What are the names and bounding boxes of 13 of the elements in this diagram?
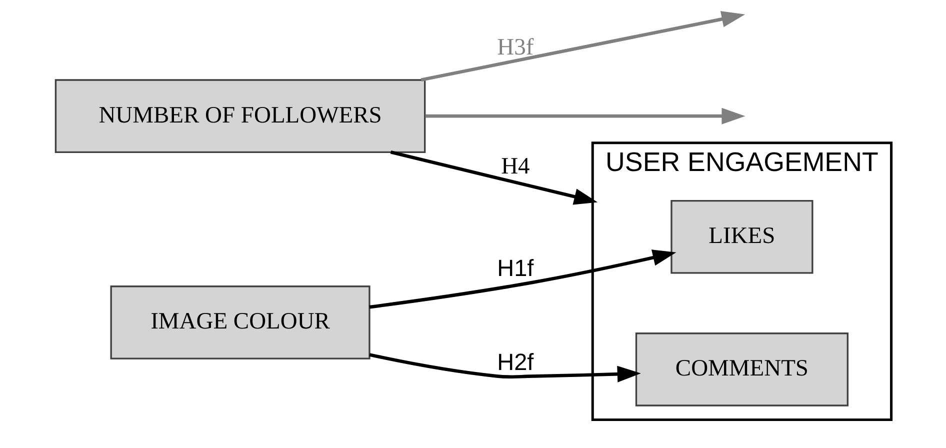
arrow [390, 150, 598, 205]
arrow [424, 108, 745, 124]
node-box: LIKES [670, 200, 813, 274]
arrow [420, 11, 745, 82]
edge-label: H2f [496, 348, 534, 375]
node-box: COMMENTS [634, 332, 848, 406]
arrow [368, 353, 640, 382]
arrow [368, 250, 676, 309]
node-box: IMAGE COLOUR [110, 286, 370, 360]
edge-label: H3f [496, 34, 534, 60]
edge-label: H1f [496, 254, 534, 281]
node-box: NUMBER OF FOLLOWERS [54, 79, 426, 153]
edge-label: H4 [500, 153, 530, 180]
